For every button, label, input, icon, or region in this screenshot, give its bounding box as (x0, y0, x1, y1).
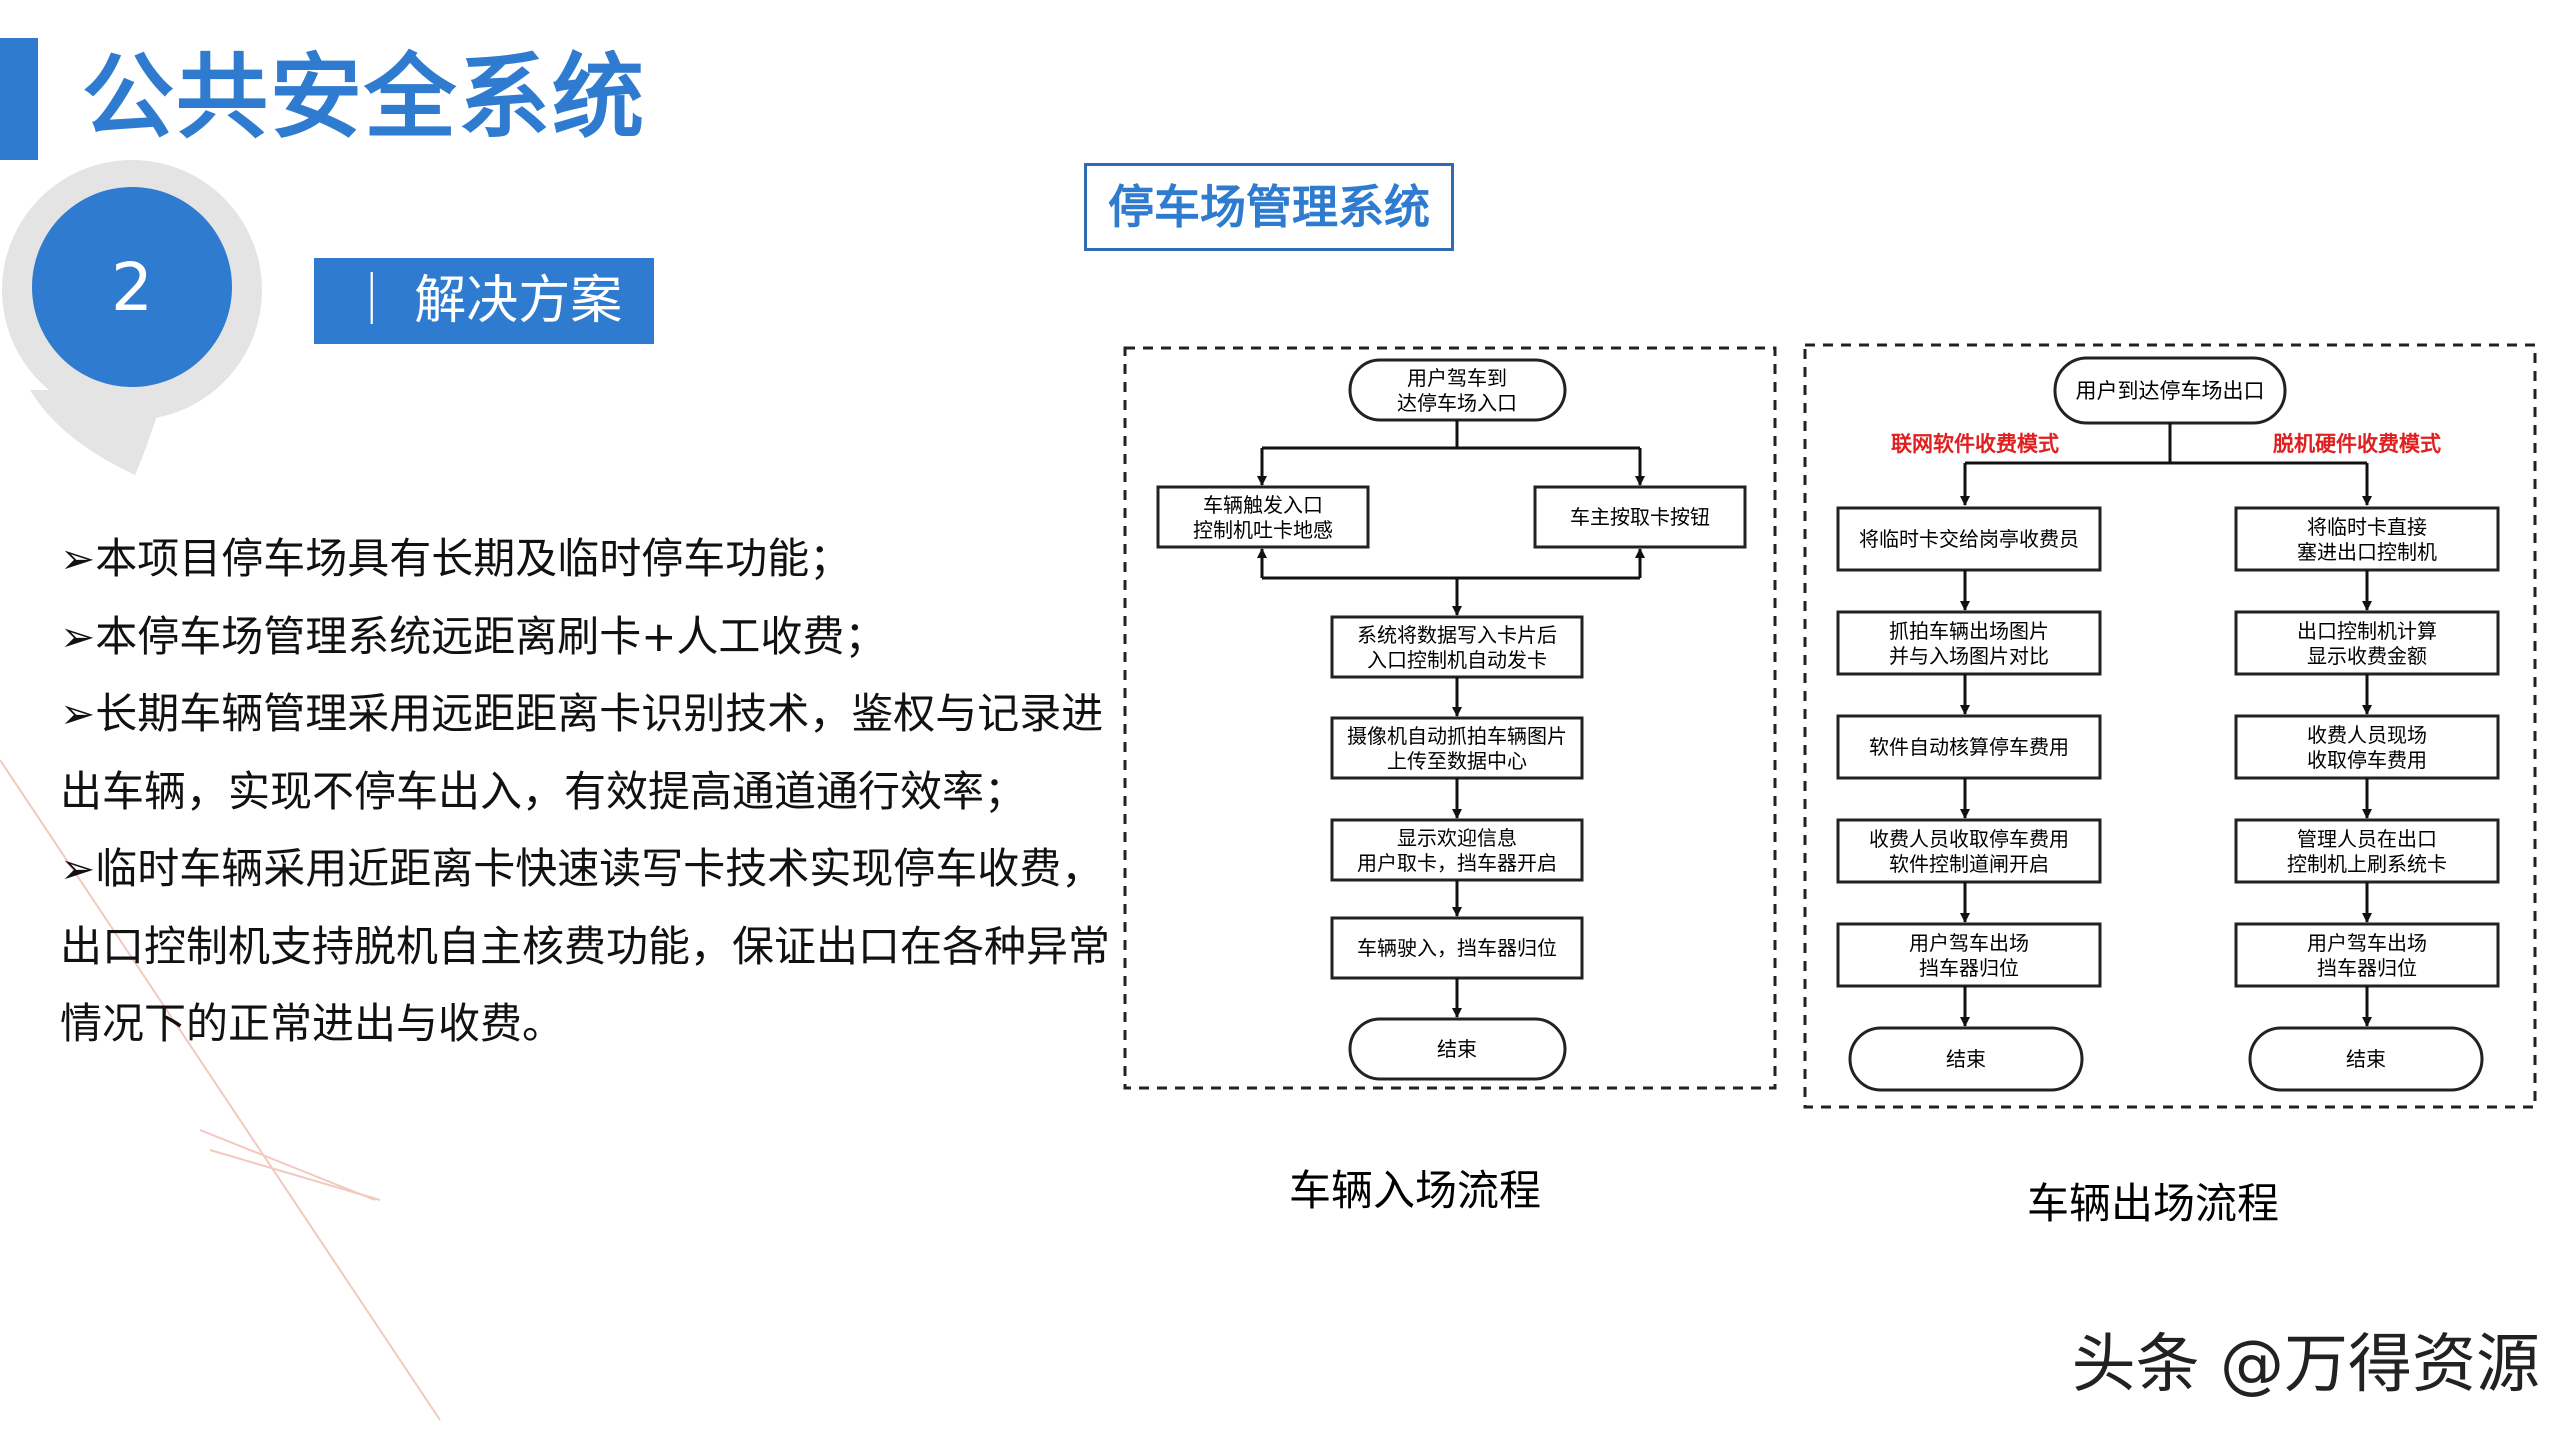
exit-right-end-text: 结束 (2346, 1047, 2386, 1071)
exit-left-text: 软件控制道闸开启 (1889, 852, 2049, 876)
entry-right-box (1533, 485, 1747, 549)
bullet-line: ➢本项目停车场具有长期及临时停车功能； (60, 534, 852, 583)
exit-right-text: 管理人员在出口 (2297, 827, 2437, 851)
bullet-line: ➢长期车辆管理采用远距距离卡识别技术，鉴权与记录进 (60, 689, 1104, 738)
exit-right-text: 用户驾车出场 (2307, 931, 2427, 955)
entry-flow: 用户驾车到 达停车场入口 车辆触发入口 控制机吐卡地感 车主按取卡按钮 系统将数… (1123, 346, 1777, 1090)
exit-flow-caption: 车辆出场流程 (2027, 1179, 2279, 1228)
bullet-line: ➢本停车场管理系统远距离刷卡+人工收费； (60, 611, 887, 661)
exit-right-mode: 脱机硬件收费模式 (2273, 432, 2441, 456)
exit-left-mode: 联网软件收费模式 (1891, 432, 2059, 456)
entry-step-box (1330, 818, 1584, 882)
exit-left-step (1836, 610, 2102, 676)
exit-start-text: 用户到达停车场出口 (2076, 379, 2265, 403)
exit-left-text: 收费人员收取停车费用 (1869, 827, 2069, 851)
bullet-list: ➢本项目停车场具有长期及临时停车功能； ➢本停车场管理系统远距离刷卡+人工收费；… (60, 520, 1140, 1063)
section-number: 2 (111, 249, 153, 326)
exit-left-text: 并与入场图片对比 (1889, 644, 2049, 668)
exit-right-text: 塞进出口控制机 (2297, 540, 2437, 564)
entry-start-text: 用户驾车到 (1407, 366, 1507, 390)
exit-right-text: 挡车器归位 (2317, 956, 2417, 980)
entry-step-text: 车辆驶入，挡车器归位 (1357, 936, 1557, 960)
watermark: 头条 @万得资源 (2071, 1328, 2540, 1402)
exit-left-end-text: 结束 (1946, 1047, 1986, 1071)
exit-left-text: 用户驾车出场 (1909, 931, 2029, 955)
exit-right-text: 控制机上刷系统卡 (2287, 852, 2447, 876)
section-badge: 2 (2, 160, 262, 475)
entry-step-box (1330, 716, 1584, 780)
entry-step-box (1330, 916, 1584, 980)
exit-right-text: 出口控制机计算 (2297, 619, 2437, 643)
entry-flow-caption: 车辆入场流程 (1289, 1166, 1541, 1215)
exit-left-step (1836, 922, 2102, 988)
exit-left-step (1836, 818, 2102, 884)
entry-right-text: 车主按取卡按钮 (1570, 505, 1710, 529)
entry-left-box (1156, 485, 1370, 549)
page-title: 公共安全系统 (82, 44, 647, 151)
exit-left-text: 挡车器归位 (1919, 956, 2019, 980)
entry-start-text: 达停车场入口 (1397, 391, 1517, 415)
exit-right-text: 显示收费金额 (2307, 644, 2427, 668)
bullet-line: 情况下的正常进出与收费。 (60, 999, 565, 1048)
system-title: 停车场管理系统 (1084, 163, 1454, 251)
entry-step-text: 用户取卡，挡车器开启 (1357, 851, 1557, 875)
exit-flow: 用户到达停车场出口 联网软件收费模式 脱机硬件收费模式 将临时卡交给岗亭收费员 … (1803, 343, 2537, 1109)
exit-left-step (1836, 714, 2102, 780)
exit-left-step (1836, 506, 2102, 572)
title-accent-bar (0, 38, 38, 160)
entry-step-text: 系统将数据写入卡片后 (1357, 623, 1557, 647)
entry-step-text: 上传至数据中心 (1387, 749, 1527, 773)
section-label: ｜ 解决方案 ｜ (314, 258, 654, 417)
entry-step-text: 摄像机自动抓拍车辆图片 (1347, 724, 1567, 748)
exit-left-text: 抓拍车辆出场图片 (1889, 619, 2049, 643)
entry-end-text: 结束 (1437, 1037, 1477, 1061)
entry-left-text: 车辆触发入口 (1203, 493, 1323, 517)
bullet-line: 出车辆，实现不停车出入，有效提高通道通行效率； (60, 766, 1027, 816)
bullet-line: ➢临时车辆采用近距离卡快速读写卡技术实现停车收费， (60, 844, 1104, 893)
entry-flow-frame (1123, 346, 1777, 1090)
exit-right-text: 将临时卡直接 (2307, 515, 2427, 539)
exit-right-text: 收费人员现场 (2307, 723, 2427, 747)
entry-left-text: 控制机吐卡地感 (1193, 518, 1333, 542)
entry-end-node (1348, 1017, 1567, 1081)
bullet-line: 出口控制机支持脱机自主核费功能，保证出口在各种异常 (60, 921, 1111, 971)
exit-right-end (2248, 1026, 2484, 1092)
exit-right-text: 收取停车费用 (2307, 748, 2427, 772)
exit-left-text: 将临时卡交给岗亭收费员 (1859, 527, 2079, 551)
exit-flow-frame (1803, 343, 2537, 1109)
entry-step-text: 入口控制机自动发卡 (1367, 648, 1547, 672)
exit-left-end (1848, 1026, 2084, 1092)
exit-left-text: 软件自动核算停车费用 (1869, 735, 2069, 759)
entry-step-text: 显示欢迎信息 (1397, 826, 1517, 850)
entry-step-box (1330, 615, 1584, 679)
